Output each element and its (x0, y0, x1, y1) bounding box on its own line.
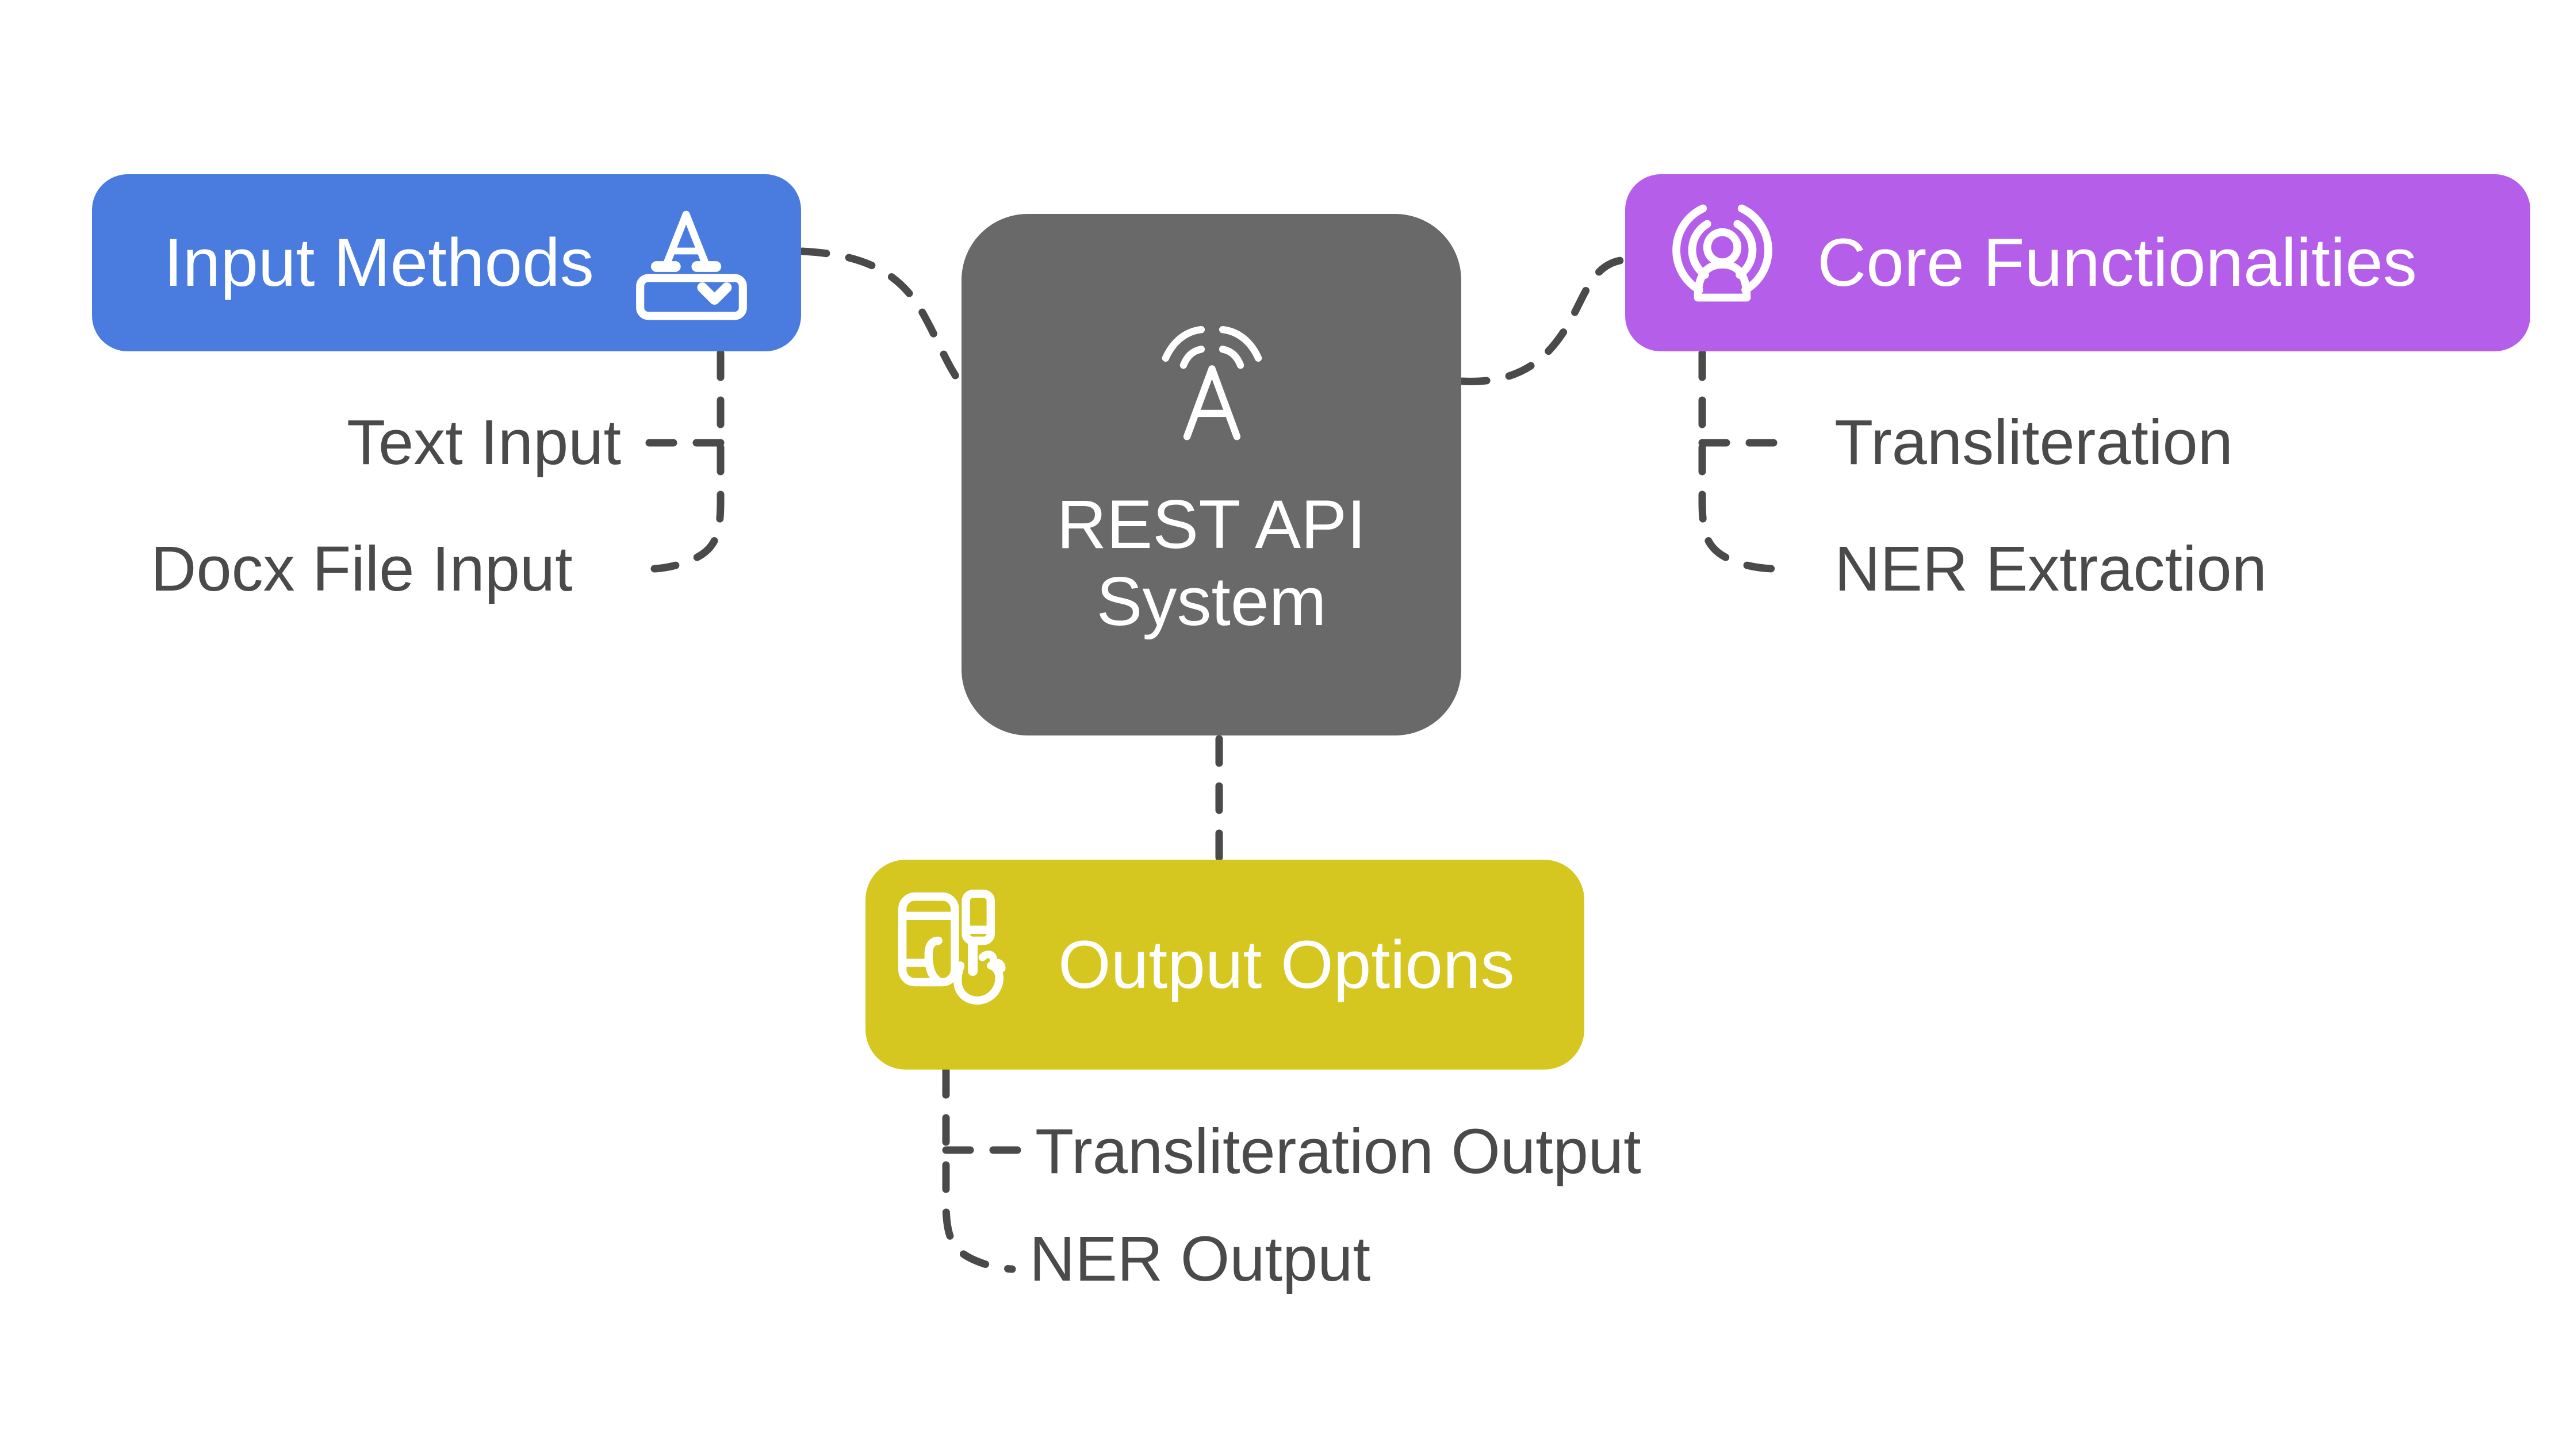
center-node-label-line2: System (1096, 563, 1327, 640)
text-input-box-icon (636, 210, 747, 320)
connector-input-methods-children-spine (650, 349, 725, 573)
branch-box-core-functionalities: Core Functionalities (1625, 174, 2530, 351)
connector-output-options-children-spine (942, 1067, 1016, 1273)
language-signal-icon (1162, 326, 1262, 440)
leaf-label-ner-extraction: NER Extraction (1834, 534, 2267, 604)
branch-label-input-methods: Input Methods (164, 225, 594, 301)
connector-center-to-core-functionalities (1458, 256, 1628, 385)
branch-label-core-functionalities: Core Functionalities (1817, 225, 2417, 301)
connector-input-methods-to-center (798, 247, 962, 384)
leaf-label-transliteration: Transliteration (1834, 407, 2233, 478)
leaf-label-transliteration-output: Transliteration Output (1035, 1116, 1641, 1187)
center-node-rest-api-system (962, 214, 1461, 735)
branch-label-output-options: Output Options (1058, 926, 1515, 1003)
center-node-label: REST API System (962, 486, 1461, 640)
leaf-label-text-input: Text Input (347, 407, 621, 478)
podcast-person-icon (1672, 204, 1772, 302)
devices-touch-icon (898, 890, 1006, 1005)
leaf-label-docx-file-input: Docx File Input (151, 534, 573, 604)
connector-core-functionalities-children-spine (1698, 349, 1776, 573)
center-node-label-line1: REST API (1056, 486, 1366, 563)
leaf-label-ner-output: NER Output (1029, 1224, 1371, 1294)
branch-box-input-methods: Input Methods (92, 174, 801, 351)
